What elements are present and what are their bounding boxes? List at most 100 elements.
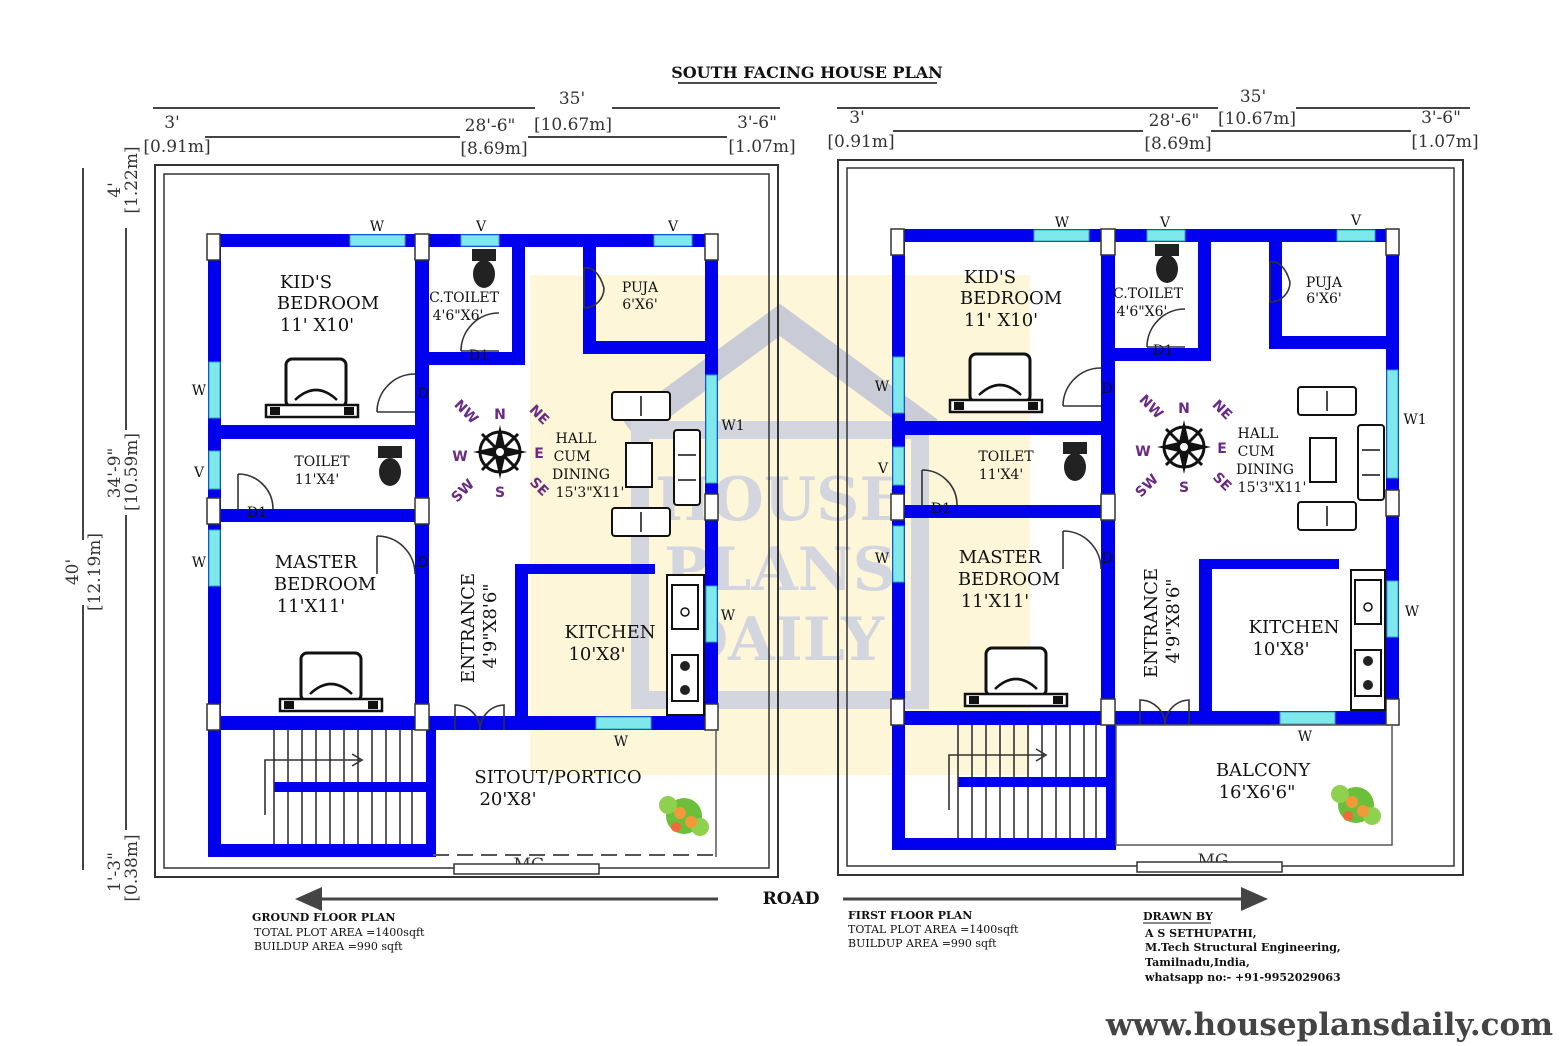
wall	[415, 352, 525, 365]
first-top-dimensions: 35' [10.67m] 3' [0.91m] 28'-6" [8.69m] 3…	[827, 87, 1478, 154]
column	[206, 233, 221, 261]
label-door: D	[1101, 551, 1112, 567]
column	[414, 497, 430, 525]
column	[206, 703, 221, 731]
ground-floor-heading: GROUND FLOOR PLAN	[252, 911, 395, 924]
dim-mid-seg: 28'-6"	[1149, 111, 1200, 131]
wall	[208, 425, 429, 439]
dim-left-seg: 3'	[164, 113, 180, 133]
compass-east: E	[534, 446, 544, 462]
room-kids-bedroom-size: 11' X10'	[280, 315, 354, 336]
column	[1385, 228, 1400, 256]
room-kitchen-name: KITCHEN	[1249, 617, 1340, 638]
wall	[208, 509, 429, 522]
window	[208, 529, 221, 587]
compass-south: S	[495, 485, 505, 501]
dim-depth-total: 40'	[63, 559, 83, 585]
column	[1100, 228, 1116, 256]
compass-east: E	[1217, 441, 1227, 457]
window	[892, 356, 905, 414]
bed-icon	[264, 357, 360, 419]
column	[890, 493, 905, 521]
main-gate-icon	[453, 863, 600, 875]
label-window: W	[614, 734, 629, 750]
ventilator	[1146, 229, 1186, 242]
window	[892, 525, 905, 583]
room-common-toilet-name: C.TOILET	[429, 290, 500, 306]
room-hall-name: HALL	[556, 431, 597, 447]
column	[1385, 489, 1400, 517]
column	[1100, 698, 1116, 726]
room-hall-name: HALL	[1238, 426, 1279, 442]
label-door: D	[1101, 381, 1112, 397]
table-icon	[625, 442, 653, 488]
window-w1	[1386, 369, 1399, 479]
door-swing	[376, 373, 416, 413]
room-kids-bedroom-name: KID'S	[964, 267, 1016, 288]
door-swing	[460, 312, 500, 352]
wall	[1199, 559, 1212, 725]
wall	[1269, 229, 1282, 349]
wall	[1199, 559, 1339, 569]
column	[890, 228, 905, 256]
room-balcony-name: BALCONY	[1216, 760, 1311, 781]
watermark: HOUSE PLANS DAILY	[530, 275, 1030, 775]
dim-width-total-m: [10.67m]	[534, 115, 612, 135]
first-floor-info: FIRST FLOOR PLAN TOTAL PLOT AREA =1400sq…	[848, 909, 1019, 950]
door-swing	[237, 473, 274, 510]
wall	[583, 234, 596, 354]
plot-boundary-outer	[154, 164, 779, 878]
road-indicator: ROAD	[295, 887, 1268, 911]
bed-icon	[948, 352, 1044, 414]
compass-west: W	[1135, 444, 1150, 460]
window	[705, 585, 718, 643]
watermark-roof-icon	[622, 303, 938, 441]
window	[595, 716, 652, 730]
wall	[512, 234, 525, 365]
compass-south: S	[1179, 480, 1189, 496]
room-puja-size: 6'X6'	[622, 297, 657, 313]
kitchen-counter-icon	[1350, 569, 1386, 711]
room-sitout-size: 20'X8'	[479, 789, 536, 810]
label-window: W	[370, 219, 385, 235]
dim-top-seg: 4'	[105, 182, 125, 198]
door-swing	[583, 266, 605, 309]
plan-title: SOUTH FACING HOUSE PLAN	[671, 63, 943, 82]
wall	[415, 234, 429, 730]
column	[1100, 493, 1116, 521]
dim-width-total-m: [10.67m]	[1218, 109, 1296, 129]
compass-icon	[473, 425, 527, 479]
wc-icon	[1155, 244, 1179, 283]
first-buildup-area: BUILDUP AREA =990 sqft	[848, 937, 997, 950]
room-master-bedroom-size: 11'X11'	[961, 591, 1030, 612]
staircase-icon	[264, 730, 413, 844]
door-swing	[1062, 367, 1102, 407]
label-door: D	[417, 386, 428, 402]
dim-mid-seg-m: [8.69m]	[1144, 134, 1211, 154]
main-gate-icon	[1136, 861, 1283, 873]
compass-northeast: NE	[1209, 397, 1235, 423]
ventilator	[1336, 229, 1376, 242]
column	[704, 493, 719, 521]
dim-bottom-seg: 1'-3"	[105, 852, 125, 892]
compass-southeast: SE	[1209, 470, 1234, 495]
compass-northwest: NW	[1136, 392, 1167, 423]
label-ventilator: V	[667, 219, 679, 235]
balcony-door-swing	[1139, 699, 1190, 726]
room-puja-name: PUJA	[1306, 275, 1343, 291]
sofa-icon	[611, 391, 701, 537]
kitchen-counter-icon	[666, 574, 705, 716]
label-door-d1: D1	[1153, 343, 1173, 359]
first-opening-labels: W V V W V W W1 W W D D D1 D1 MG	[875, 213, 1427, 871]
compass-north: N	[494, 407, 506, 423]
room-master-bedroom-name: MASTER	[959, 547, 1042, 568]
column	[414, 233, 430, 261]
label-window: W	[721, 608, 736, 624]
road-arrow-right-icon	[1241, 887, 1268, 911]
wall	[1106, 725, 1116, 850]
room-master-bedroom-size: 11'X11'	[277, 596, 346, 617]
ventilator	[208, 450, 221, 490]
wall	[515, 564, 528, 730]
dim-bottom-seg-m: [0.38m]	[122, 834, 142, 901]
ground-windows	[208, 234, 718, 730]
